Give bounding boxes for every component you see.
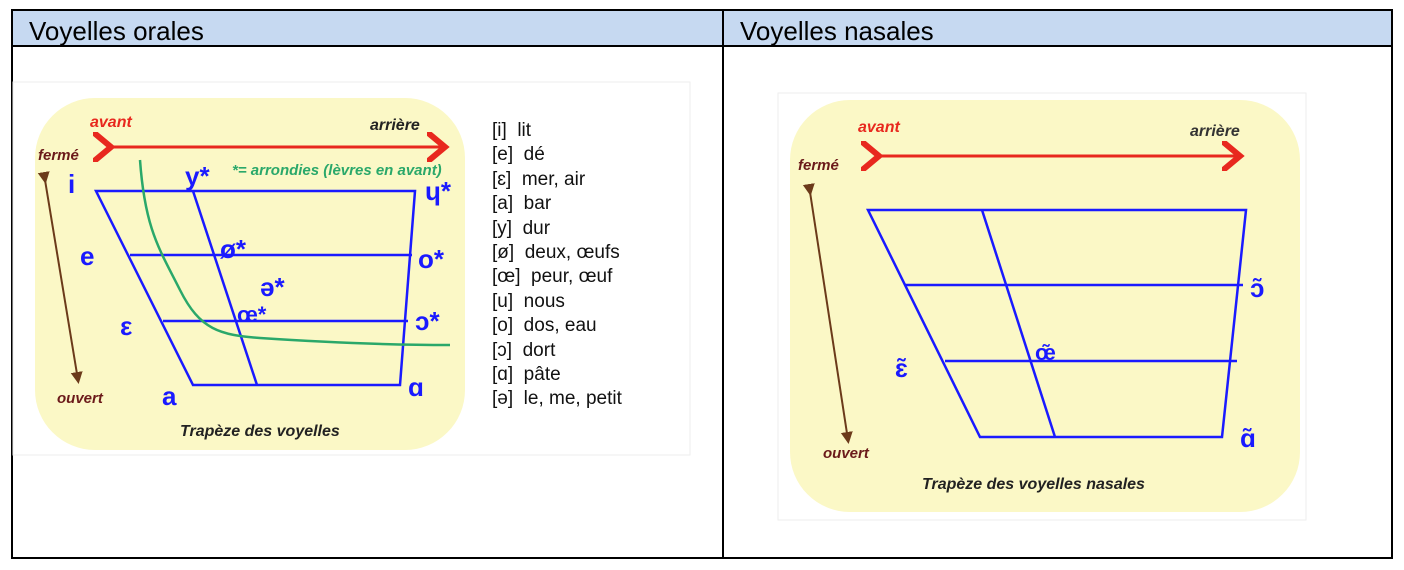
nasal-vowel-trapezoid: avant arrière fermé ouvert Trapèze des v… bbox=[777, 92, 1307, 521]
legend-item: [ɛ] mer, air bbox=[492, 168, 586, 190]
legend-item: [ɔ] dort bbox=[492, 339, 556, 361]
label-arriere: arrière bbox=[1190, 123, 1240, 140]
svg-text:ɛ̃: ɛ̃ bbox=[895, 353, 908, 383]
label-ouvert: ouvert bbox=[57, 390, 104, 407]
header-oral: Voyelles orales bbox=[13, 11, 722, 47]
vowel-symbols: i y* ɥ* e ø* o* ə* œ* ɔ* ε a ɑ bbox=[68, 161, 452, 411]
rounded-note: *= arrondies (lèvres en avant) bbox=[232, 162, 442, 179]
legend-item: [u] nous bbox=[492, 290, 565, 312]
vowel-legend: [i] lit [e] dé [ɛ] mer, air [a] bar [y] … bbox=[492, 119, 622, 412]
svg-text:œ̃: œ̃ bbox=[1035, 340, 1056, 365]
label-ferme: fermé bbox=[38, 147, 79, 164]
svg-text:i: i bbox=[68, 169, 75, 199]
header-nasal: Voyelles nasales bbox=[724, 11, 1391, 47]
svg-text:œ*: œ* bbox=[237, 302, 267, 327]
svg-text:ə*: ə* bbox=[260, 272, 285, 302]
svg-text:ɔ*: ɔ* bbox=[415, 306, 440, 336]
rounded-boundary-curve bbox=[138, 159, 451, 347]
legend-item: [i] lit bbox=[492, 120, 532, 141]
svg-text:ε: ε bbox=[120, 311, 132, 341]
label-arriere: arrière bbox=[370, 117, 420, 134]
label-ferme: fermé bbox=[798, 157, 839, 174]
svg-text:e: e bbox=[80, 241, 94, 271]
legend-item: [o] dos, eau bbox=[492, 315, 597, 337]
svg-text:ø*: ø* bbox=[220, 234, 247, 264]
column-divider bbox=[722, 11, 724, 557]
legend-item: [œ] peur, œuf bbox=[492, 266, 613, 288]
svg-text:ɥ*: ɥ* bbox=[425, 176, 452, 206]
close-open-arrow bbox=[37, 171, 83, 384]
label-avant: avant bbox=[858, 119, 900, 136]
label-avant: avant bbox=[90, 114, 132, 131]
nasal-caption: Trapèze des voyelles nasales bbox=[922, 476, 1145, 493]
svg-text:ɑ̃: ɑ̃ bbox=[1240, 423, 1256, 453]
vowel-table: Voyelles orales Voyelles nasales bbox=[11, 9, 1393, 559]
svg-text:ɔ̃: ɔ̃ bbox=[1250, 273, 1264, 303]
svg-text:y*: y* bbox=[185, 161, 210, 191]
close-open-arrow bbox=[802, 183, 853, 444]
legend-item: [ø] deux, œufs bbox=[492, 242, 620, 264]
svg-text:ɑ: ɑ bbox=[408, 372, 424, 402]
oral-vowel-trapezoid: avant arrière fermé ouvert *= arrondies … bbox=[12, 81, 691, 456]
legend-item: [e] dé bbox=[492, 144, 545, 166]
legend-item: [ɑ] pâte bbox=[492, 364, 561, 386]
legend-item: [ə] le, me, petit bbox=[492, 388, 622, 410]
svg-text:o*: o* bbox=[418, 244, 445, 274]
legend-item: [a] bar bbox=[492, 193, 552, 215]
oral-caption: Trapèze des voyelles bbox=[180, 423, 340, 440]
nasal-vowel-symbols: ɔ̃ ɛ̃ œ̃ ɑ̃ bbox=[895, 273, 1264, 453]
trapezoid-lines bbox=[865, 208, 1248, 439]
svg-text:a: a bbox=[162, 381, 177, 411]
label-ouvert: ouvert bbox=[823, 445, 870, 462]
legend-item: [y] dur bbox=[492, 217, 551, 239]
nasal-diagram-background bbox=[790, 100, 1300, 512]
